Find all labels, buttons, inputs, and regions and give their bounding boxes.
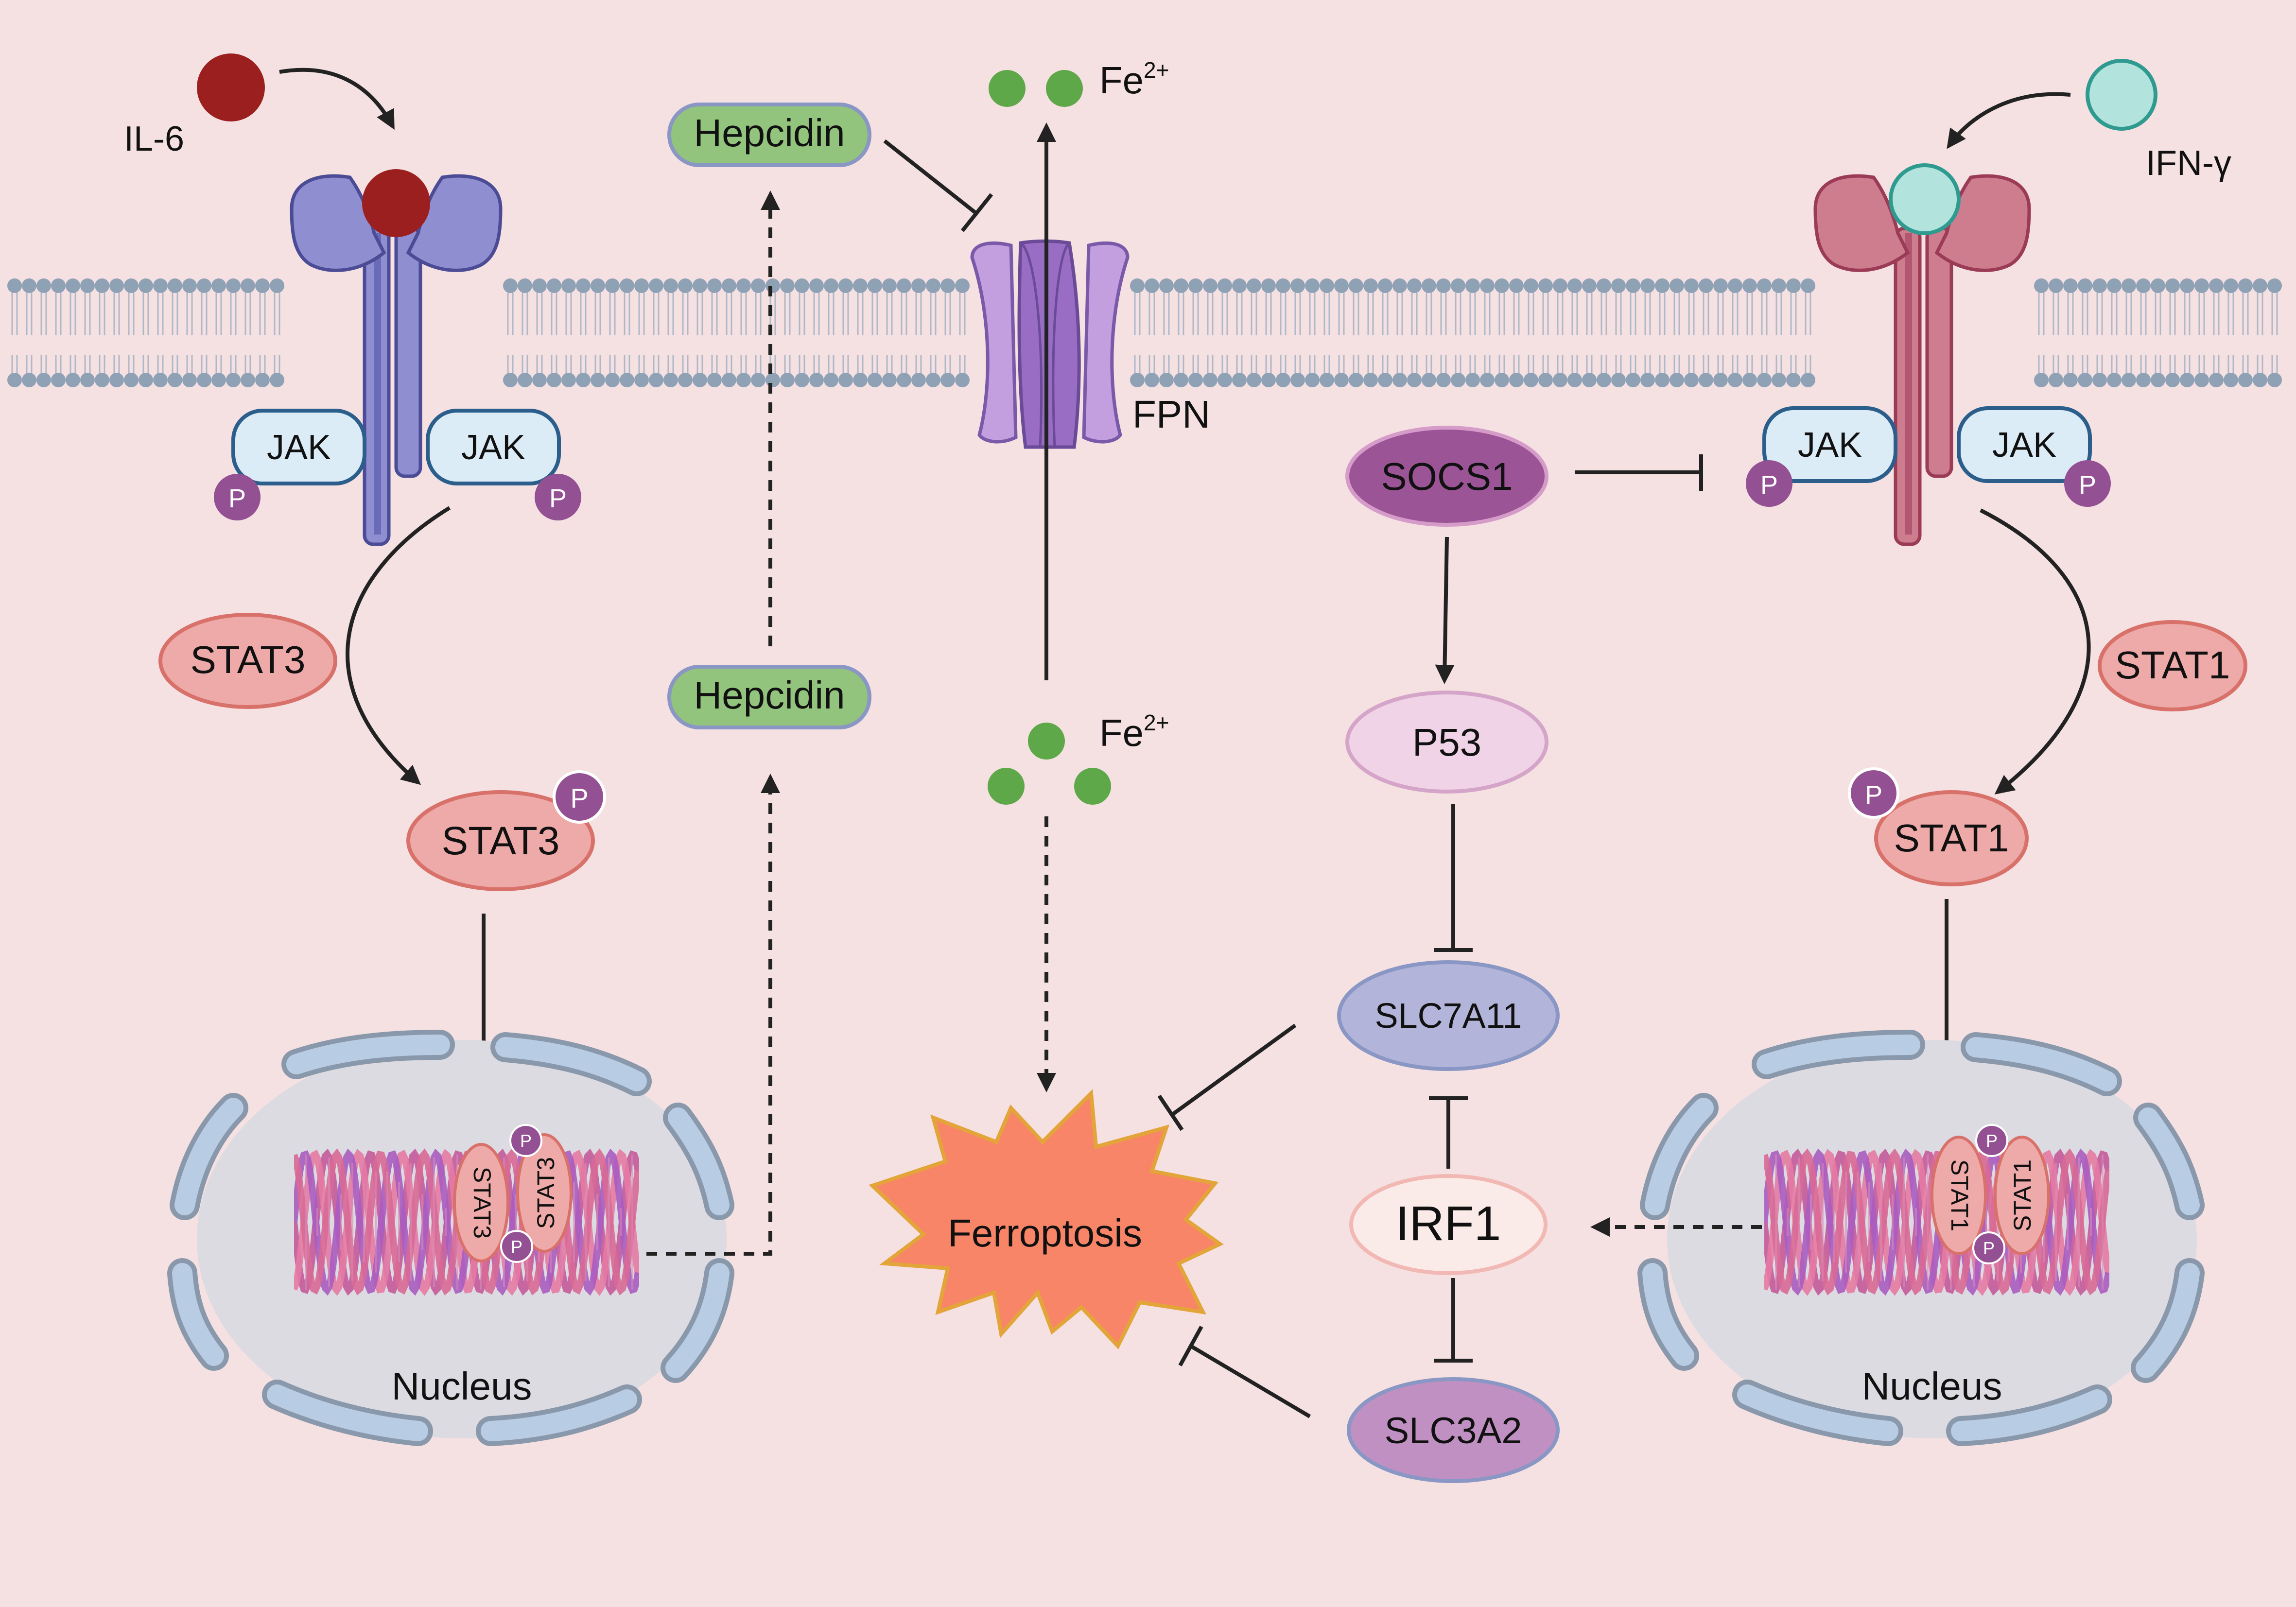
svg-text:JAK: JAK xyxy=(1798,426,1862,465)
svg-text:P: P xyxy=(549,484,567,513)
stat3-dimer: STAT3 STAT3 P P xyxy=(453,1124,573,1263)
il6-binding-arrow xyxy=(279,68,395,130)
svg-text:SLC7A11: SLC7A11 xyxy=(1375,997,1522,1036)
ifng-label: IFN-γ xyxy=(2146,144,2231,183)
ifng-ligand xyxy=(2086,59,2157,131)
hepcidin-inhibits-fpn xyxy=(883,139,993,232)
svg-text:STAT3: STAT3 xyxy=(190,638,305,681)
svg-text:JAK: JAK xyxy=(267,428,331,467)
p53: P53 xyxy=(1345,691,1548,794)
svg-text:P: P xyxy=(2079,470,2096,500)
svg-text:SOCS1: SOCS1 xyxy=(1381,455,1513,498)
nucleus-left: STAT3 STAT3 P P Nucleus xyxy=(167,1030,734,1446)
svg-text:STAT1: STAT1 xyxy=(1946,1159,1973,1231)
jak-left-2: JAK P xyxy=(426,409,581,520)
svg-text:STAT1: STAT1 xyxy=(2115,643,2230,687)
stat3-unphosphorylated: STAT3 xyxy=(158,613,337,709)
svg-text:STAT3: STAT3 xyxy=(469,1167,496,1239)
ferroptosis: Ferroptosis xyxy=(869,1089,1224,1349)
jak-to-stat3-arrow xyxy=(346,506,451,785)
svg-text:Fe2+: Fe2+ xyxy=(1099,710,1169,754)
jak-to-stat1-arrow xyxy=(1980,508,2091,795)
svg-text:P: P xyxy=(1983,1238,1995,1258)
slc3a2: SLC3A2 xyxy=(1347,1377,1560,1483)
svg-text:JAK: JAK xyxy=(461,428,525,467)
svg-text:STAT1: STAT1 xyxy=(2009,1159,2036,1231)
svg-text:P: P xyxy=(228,484,246,513)
iron-extracellular: Fe2+ xyxy=(989,57,1169,107)
svg-text:JAK: JAK xyxy=(1992,426,2056,465)
hepcidin-intracellular: Hepcidin xyxy=(667,665,871,729)
slc3a2-inhibits-ferroptosis xyxy=(1178,1326,1311,1418)
svg-text:Ferroptosis: Ferroptosis xyxy=(948,1211,1142,1255)
slc7a11-inhibits-ferroptosis xyxy=(1157,1023,1297,1131)
stat1-phosphorylated: STAT1 P xyxy=(1848,767,2029,886)
jak-right-2: JAK P xyxy=(1957,406,2111,507)
ifng-bound-ligand xyxy=(1889,163,1961,235)
socs1: SOCS1 xyxy=(1345,426,1548,527)
il6-receptor xyxy=(290,169,503,546)
socs1-inhibits-jak xyxy=(1575,454,1703,491)
svg-text:P: P xyxy=(511,1237,522,1257)
svg-text:P: P xyxy=(520,1131,532,1151)
svg-text:Hepcidin: Hepcidin xyxy=(694,674,845,717)
p53-inhibits-slc7a11 xyxy=(1434,804,1473,952)
jak-right-1: JAK P xyxy=(1746,406,1897,507)
svg-text:P: P xyxy=(1865,780,1882,810)
nucleus-right: STAT1 STAT1 P P Nucleus xyxy=(1637,1030,2205,1446)
stat3-phosphorylated: STAT3 P xyxy=(406,770,606,891)
iron-intracellular: Fe2+ xyxy=(988,710,1169,805)
cell-membrane xyxy=(7,278,2282,387)
svg-text:P53: P53 xyxy=(1412,721,1481,764)
nucleus-left-label: Nucleus xyxy=(391,1365,532,1408)
stat1-dimer: STAT1 STAT1 P P xyxy=(1931,1124,2050,1264)
svg-text:IRF1: IRF1 xyxy=(1396,1196,1501,1251)
ifng-binding-arrow xyxy=(1947,92,2071,149)
irf1: IRF1 xyxy=(1349,1174,1548,1275)
stat1-unphosphorylated: STAT1 xyxy=(2098,620,2247,711)
svg-text:STAT1: STAT1 xyxy=(1894,816,2009,860)
svg-text:Fe2+: Fe2+ xyxy=(1099,57,1169,102)
il6-ligand xyxy=(197,53,265,121)
svg-text:STAT3: STAT3 xyxy=(442,819,560,863)
svg-text:SLC3A2: SLC3A2 xyxy=(1384,1410,1522,1451)
slc7a11: SLC7A11 xyxy=(1337,960,1560,1071)
il6-label: IL-6 xyxy=(124,120,184,158)
svg-text:P: P xyxy=(1986,1131,1998,1151)
nucleus-right-label: Nucleus xyxy=(1861,1365,2002,1408)
svg-text:Hepcidin: Hepcidin xyxy=(694,111,845,155)
socs1-to-p53-arrow xyxy=(1435,536,1455,684)
stat3-to-hepcidin-dashed-arrow xyxy=(646,774,780,1256)
svg-text:P: P xyxy=(570,783,588,813)
svg-text:P: P xyxy=(1760,470,1778,500)
il6-bound-ligand xyxy=(362,169,430,237)
svg-text:STAT3: STAT3 xyxy=(532,1157,559,1229)
ferroportin-fpn xyxy=(970,239,1130,449)
hepcidin-extracellular: Hepcidin xyxy=(667,103,871,167)
ifng-receptor xyxy=(1813,163,2031,546)
irf1-inhibits-slc7a11 xyxy=(1429,1096,1468,1169)
irf1-inhibits-slc3a2 xyxy=(1434,1278,1473,1363)
fpn-label: FPN xyxy=(1132,393,1210,436)
jak-left-1: JAK P xyxy=(214,409,366,520)
